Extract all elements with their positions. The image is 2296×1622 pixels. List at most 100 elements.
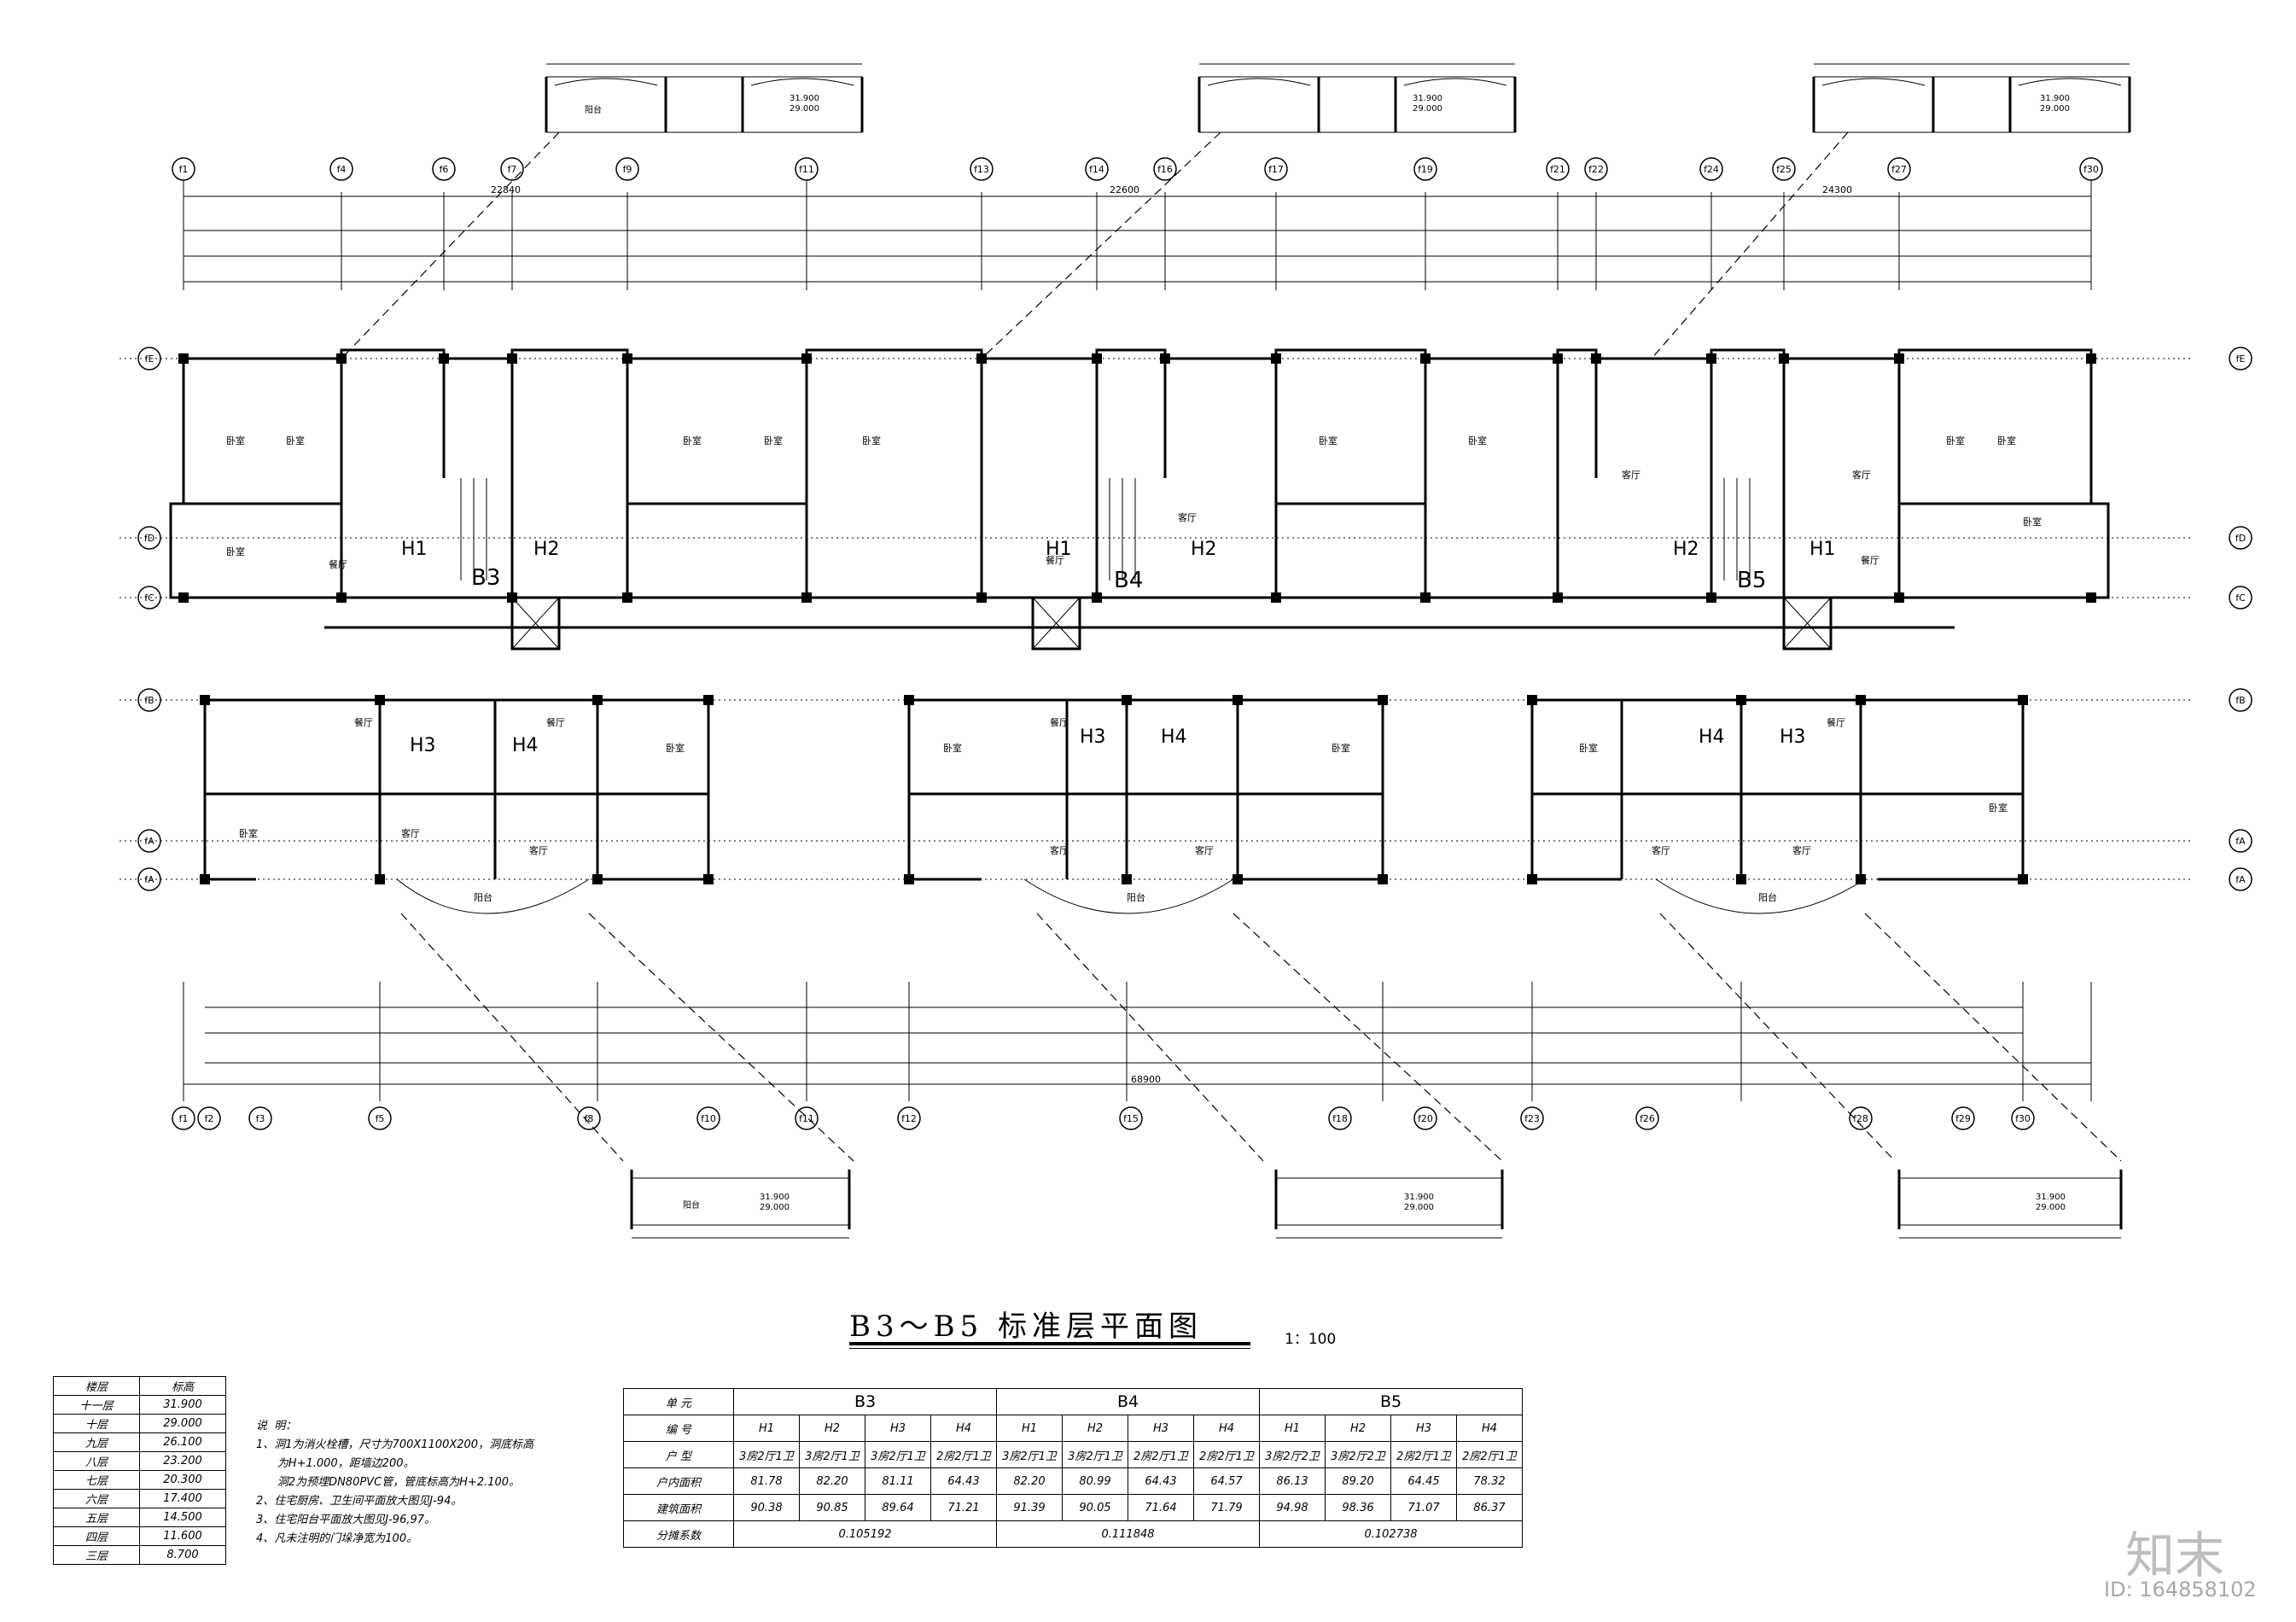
- axis-label: f25: [1776, 164, 1792, 175]
- building-area-cell: 71.64: [1128, 1494, 1194, 1521]
- axis-label: f4: [337, 164, 347, 175]
- axis-bubble: [1413, 157, 1437, 181]
- axis-bubble: [1328, 1106, 1352, 1130]
- svg-text:31.900: 31.900: [1404, 1193, 1434, 1202]
- inner-area-cell: 64.57: [1193, 1467, 1260, 1495]
- axis-bubble: [197, 1106, 221, 1130]
- axis-label: f28: [1853, 1113, 1868, 1124]
- column: [178, 353, 189, 364]
- axis-bubble: [2229, 347, 2252, 370]
- svg-text:餐厅: 餐厅: [1046, 554, 1064, 566]
- row-label: 建筑面积: [623, 1494, 734, 1521]
- svg-text:H1: H1: [401, 539, 428, 560]
- elevation-cell: 17.400: [139, 1489, 226, 1508]
- building-area-cell: 90.05: [1062, 1494, 1128, 1521]
- svg-text:卧室: 卧室: [1989, 802, 2008, 814]
- axis-label: f8: [585, 1113, 594, 1124]
- axis-label: f1: [179, 1113, 189, 1124]
- axis-bubble: [1520, 1106, 1544, 1130]
- grid-lines: [119, 358, 2194, 880]
- building-area-cell: 71.79: [1193, 1494, 1260, 1521]
- svg-text:阳台: 阳台: [585, 104, 602, 115]
- svg-text:31.900: 31.900: [760, 1193, 790, 1202]
- elevation-cell: 14.500: [139, 1508, 226, 1527]
- inner-area-cell: 80.99: [1062, 1467, 1128, 1495]
- building-area-cell: 71.07: [1390, 1494, 1457, 1521]
- floor-cell: 十一层: [53, 1395, 140, 1415]
- share-coef-cell: 0.105192: [733, 1520, 997, 1548]
- axis-label: f5: [376, 1113, 385, 1124]
- table-row: 分摊系数 0.105192 0.111848 0.102738: [623, 1520, 1523, 1548]
- column: [1706, 353, 1716, 364]
- note-line: 2、住宅厨房、卫生间平面放大图见J-94。: [256, 1495, 463, 1508]
- column: [1271, 353, 1281, 364]
- inner-area-cell: 64.43: [930, 1467, 997, 1495]
- axis-label: fB: [2235, 695, 2245, 706]
- axis-bubble: [2079, 157, 2103, 181]
- axis-label: fA: [2235, 836, 2246, 847]
- elevation-cell: 26.100: [139, 1432, 226, 1452]
- column: [200, 874, 210, 884]
- inner-area-cell: 81.78: [733, 1467, 800, 1495]
- code-cell: H4: [1193, 1415, 1260, 1442]
- axis-label: f2: [205, 1113, 214, 1124]
- code-cell: H3: [865, 1415, 931, 1442]
- svg-text:H1: H1: [1809, 539, 1836, 560]
- axis-label: fD: [144, 533, 154, 544]
- floor-cell: 三层: [53, 1545, 140, 1565]
- axis-label: f6: [440, 164, 449, 175]
- type-cell: 3房2厅2卫: [1259, 1441, 1326, 1468]
- column: [622, 353, 632, 364]
- axis-label: f12: [901, 1113, 917, 1124]
- column: [1553, 353, 1563, 364]
- axis-bubble: [1085, 157, 1109, 181]
- svg-text:餐厅: 餐厅: [329, 558, 347, 570]
- svg-text:B4: B4: [1114, 568, 1143, 593]
- elevation-cell: 20.300: [139, 1470, 226, 1490]
- type-cell: 3房2厅1卫: [1062, 1441, 1128, 1468]
- elevation-cell: 11.600: [139, 1526, 226, 1546]
- inner-area-cell: 89.20: [1325, 1467, 1391, 1495]
- type-cell: 2房2厅1卫: [1390, 1441, 1457, 1468]
- note-line: 3、住宅阳台平面放大图见J-96,97。: [256, 1514, 436, 1526]
- svg-text:阳台: 阳台: [474, 891, 492, 903]
- building-area-cell: 86.37: [1456, 1494, 1523, 1521]
- column: [1591, 353, 1601, 364]
- axis-bubble: [577, 1106, 601, 1130]
- svg-text:卧室: 卧室: [1468, 435, 1487, 446]
- drawing-scale: 1：100: [1285, 1331, 1337, 1348]
- floor-cell: 七层: [53, 1470, 140, 1490]
- inner-area-cell: 64.45: [1390, 1467, 1457, 1495]
- svg-text:卧室: 卧室: [666, 742, 685, 754]
- axis-label: f20: [1418, 1113, 1433, 1124]
- inner-area-cell: 78.32: [1456, 1467, 1523, 1495]
- svg-text:31.900: 31.900: [790, 94, 819, 103]
- column: [976, 592, 987, 603]
- unit-header: B3: [733, 1388, 997, 1415]
- column: [1092, 353, 1102, 364]
- svg-text:卧室: 卧室: [226, 546, 245, 557]
- row-label: 户内面积: [623, 1467, 734, 1495]
- axis-label: f16: [1157, 164, 1173, 175]
- svg-text:餐厅: 餐厅: [1050, 716, 1069, 728]
- column: [1092, 592, 1102, 603]
- svg-text:31.900: 31.900: [1413, 94, 1442, 103]
- code-cell: H2: [799, 1415, 865, 1442]
- axis-bubble: [2229, 867, 2252, 891]
- svg-text:29.000: 29.000: [2040, 104, 2070, 114]
- column: [507, 592, 517, 603]
- column: [2086, 592, 2096, 603]
- building-area-cell: 91.39: [996, 1494, 1063, 1521]
- row-label: 分摊系数: [623, 1520, 734, 1548]
- axis-label: fA: [2235, 874, 2246, 885]
- floor-cell: 八层: [53, 1451, 140, 1471]
